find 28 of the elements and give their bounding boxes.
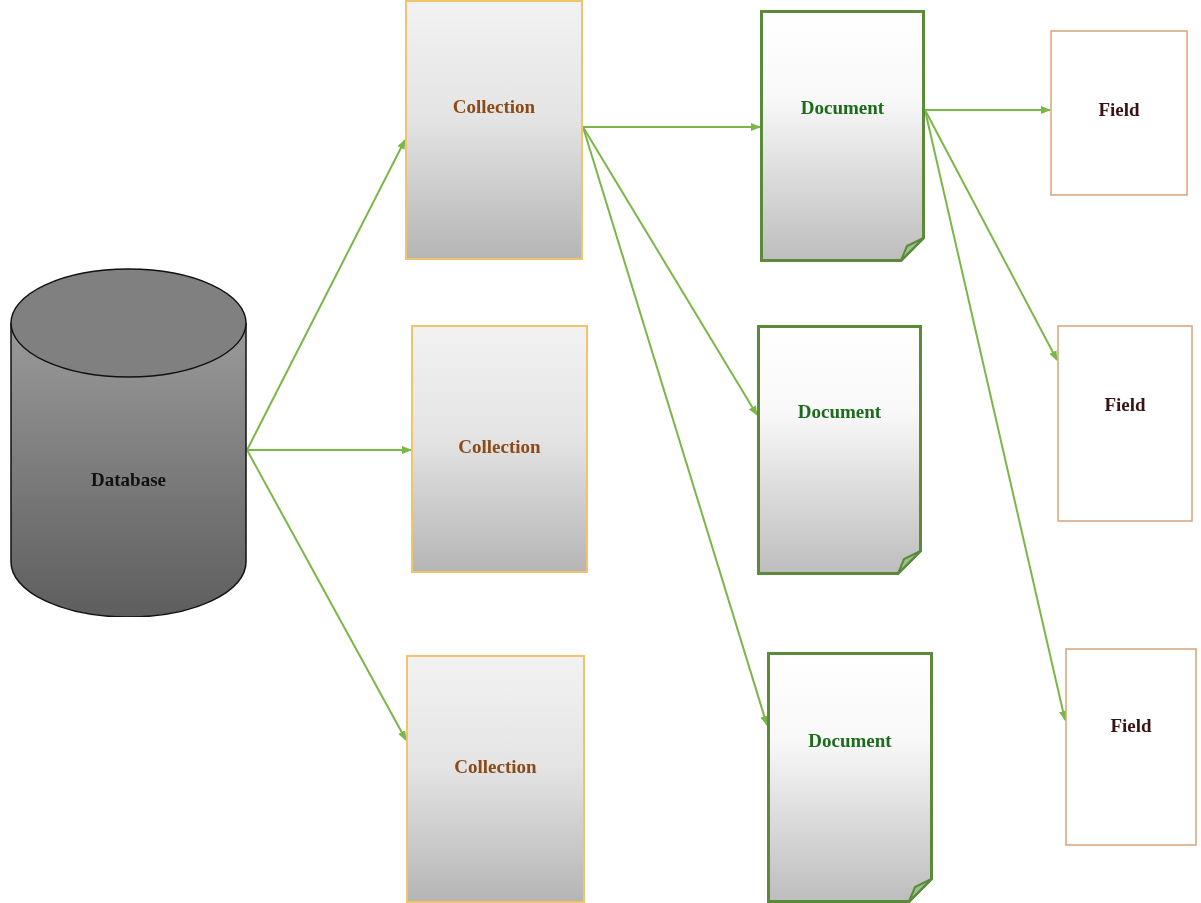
document-shape [757,325,922,575]
document-shape [760,10,925,262]
arrow [924,106,1051,114]
arrow [924,109,1058,361]
database-cylinder [10,268,247,617]
arrow [582,126,758,416]
collection-box [406,655,585,903]
arrow [246,446,412,454]
arrow [246,449,407,741]
field-box [1050,30,1188,196]
document-shape [767,652,933,903]
node-label: Field [1097,98,1141,122]
collection-box [405,0,583,260]
arrow [924,109,1067,721]
node-label: Document [799,96,886,120]
node-label: Document [796,400,883,424]
node-label: Document [807,729,893,753]
field-box [1057,325,1193,522]
node-label: Field [1103,393,1147,417]
node-label: Collection [451,95,537,119]
arrow [582,123,761,131]
node-label: Collection [457,435,542,459]
arrow [246,139,406,451]
field-box [1065,648,1197,846]
collection-box [411,325,588,573]
node-label: Collection [453,755,538,779]
node-label: Field [1109,714,1153,738]
node-label: Database [90,468,167,492]
